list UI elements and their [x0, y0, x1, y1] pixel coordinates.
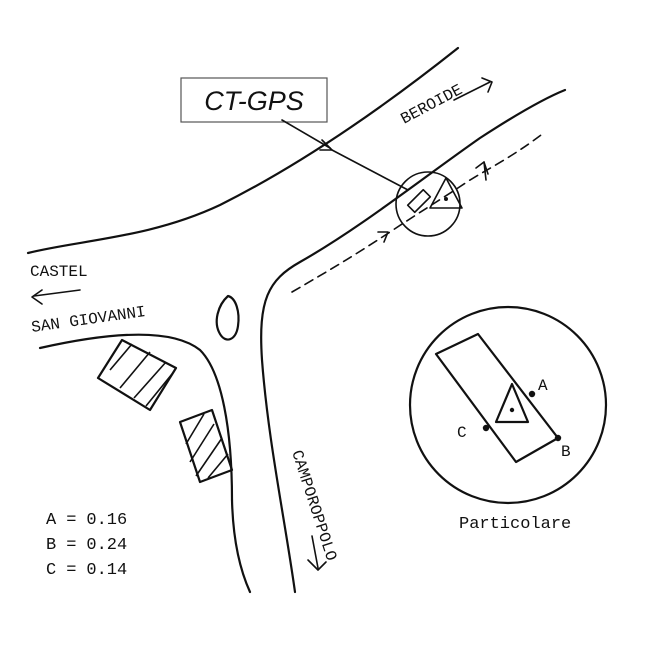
gps-marker-icon — [429, 177, 463, 209]
building-2 — [178, 408, 234, 484]
castel-arrow-icon — [31, 289, 81, 305]
site-locator — [395, 171, 463, 237]
detail-slab — [434, 332, 560, 464]
route-arrow-icon-2 — [475, 161, 489, 181]
legend-row: B=0.24 — [46, 536, 127, 555]
legend-row: A=0.16 — [46, 511, 127, 530]
ct-gps-label: CT-GPS — [204, 86, 304, 116]
road-outlines — [26, 46, 567, 594]
route-dashed-line — [291, 131, 546, 293]
camporoppolo-arrow-icon — [307, 535, 327, 571]
point-b-label: B — [561, 443, 571, 461]
point-a — [528, 390, 536, 398]
legend: A=0.16 B=0.24 C=0.14 — [46, 511, 127, 580]
detail-caption: Particolare — [459, 515, 571, 534]
detail-gps-marker-icon — [494, 382, 530, 424]
traffic-island — [215, 294, 240, 341]
main-road-upper-edge — [26, 46, 460, 255]
ct-gps-leader-2 — [331, 149, 409, 191]
point-b — [554, 434, 562, 442]
road-label-castel: CASTEL — [30, 263, 88, 281]
building-1 — [96, 338, 178, 412]
legend-row: C=0.14 — [46, 561, 127, 580]
detail-view: A B C — [408, 305, 608, 505]
detail-circle — [408, 305, 608, 505]
point-a-label: A — [538, 377, 548, 395]
beroide-arrow-icon — [453, 77, 493, 101]
point-c-label: C — [457, 424, 467, 442]
point-c — [482, 424, 490, 432]
ct-gps-leader — [281, 119, 331, 149]
main-road-lower-west-edge — [38, 333, 234, 502]
road-label-beroide: BEROIDE — [398, 81, 466, 128]
ct-gps-box — [180, 77, 328, 123]
main-road-lower-east-edge — [260, 88, 567, 594]
camporoppolo-left-edge — [230, 498, 252, 594]
road-label-san-giovanni: SAN GIOVANNI — [30, 303, 147, 337]
route-arrow-icon — [377, 231, 389, 243]
